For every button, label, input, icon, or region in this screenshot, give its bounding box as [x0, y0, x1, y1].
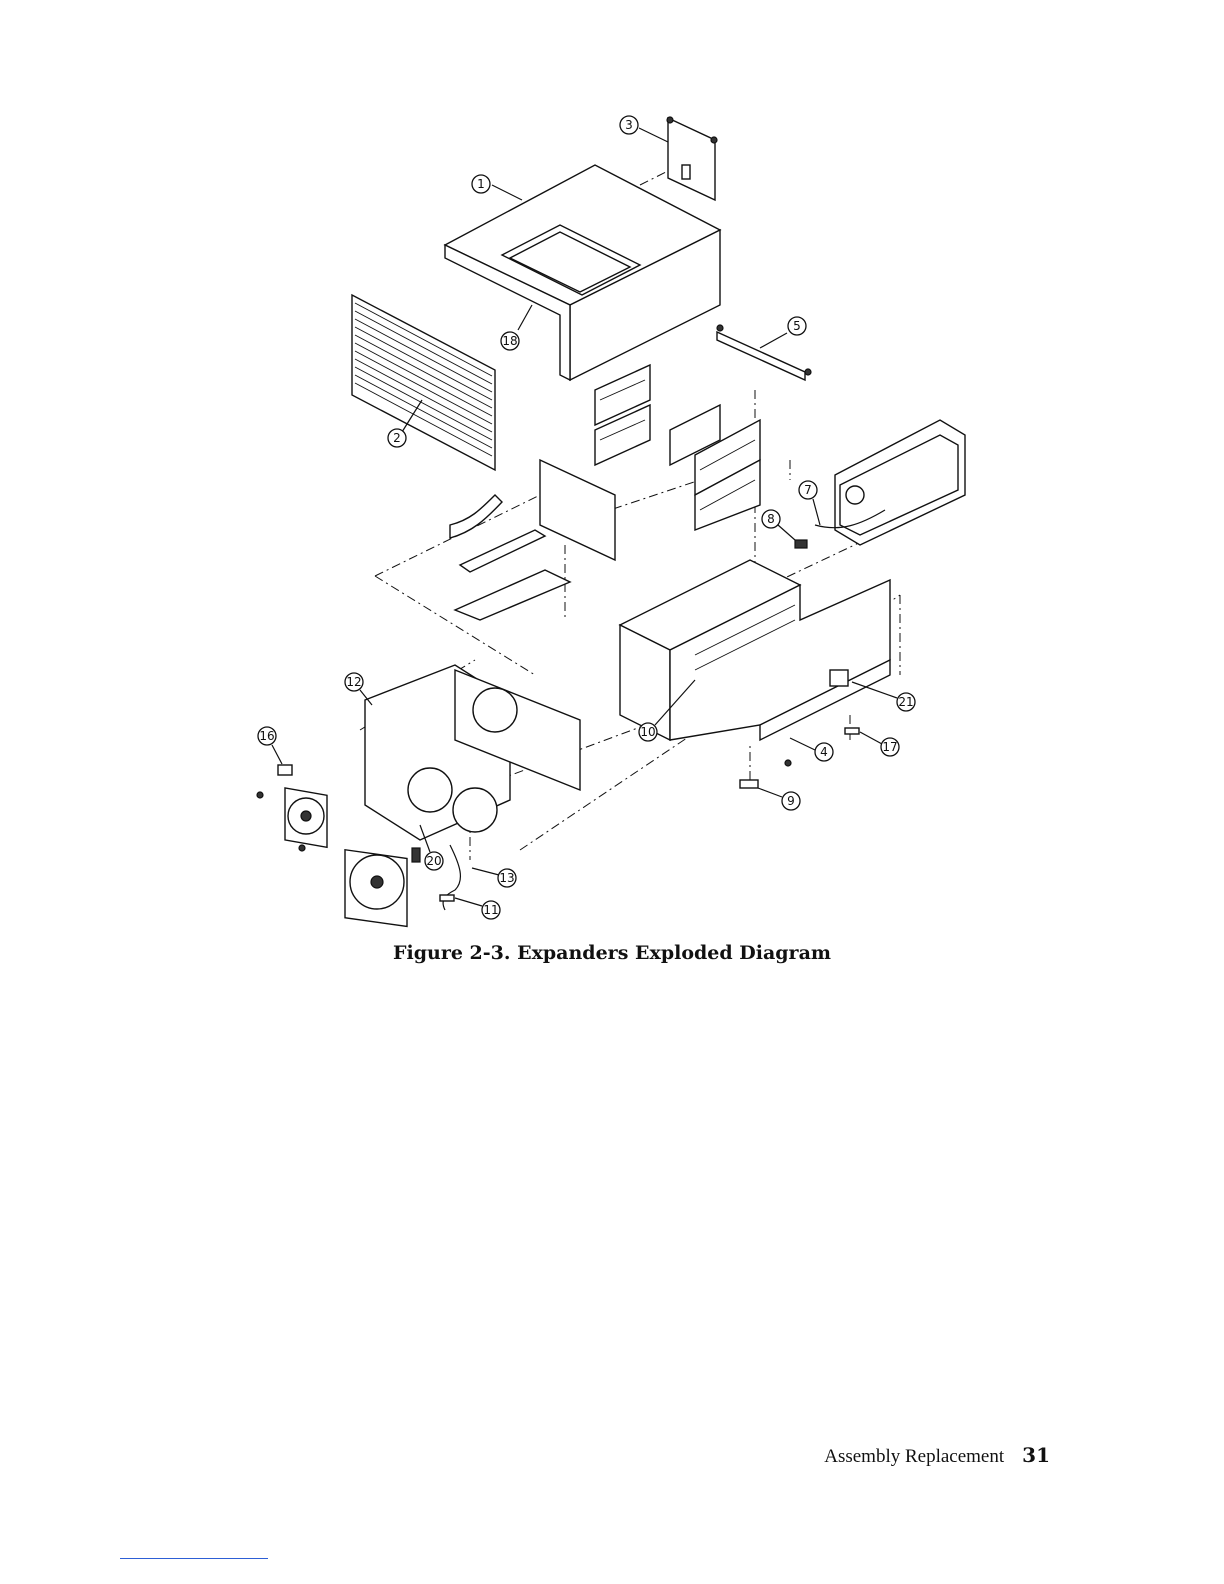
figure-caption: Figure 2-3. Expanders Exploded Diagram	[0, 942, 1224, 964]
callout-18: 18	[501, 305, 532, 350]
part-front-bezel	[352, 295, 495, 470]
svg-text:17: 17	[882, 740, 897, 754]
svg-text:2: 2	[393, 431, 401, 445]
svg-text:21: 21	[898, 695, 913, 709]
svg-text:18: 18	[502, 334, 517, 348]
part-card-cage	[620, 560, 890, 740]
svg-text:9: 9	[787, 794, 795, 808]
svg-text:12: 12	[346, 675, 361, 689]
part-top-cover	[445, 165, 720, 380]
svg-text:7: 7	[804, 483, 812, 497]
callout-11: 11	[455, 898, 500, 919]
callout-1: 1	[472, 175, 522, 200]
svg-text:1: 1	[477, 177, 485, 191]
footnote-rule	[120, 1558, 268, 1559]
svg-text:10: 10	[640, 725, 655, 739]
callout-9: 9	[758, 788, 800, 810]
callout-16: 16	[258, 727, 282, 764]
callout-12: 12	[345, 673, 372, 705]
svg-text:5: 5	[793, 319, 801, 333]
part-backplane-board	[450, 460, 615, 620]
svg-text:11: 11	[483, 903, 498, 917]
part-rear-bracket	[667, 117, 717, 200]
part-power-supply	[795, 420, 965, 548]
svg-text:8: 8	[767, 512, 775, 526]
page-footer: Assembly Replacement 31	[824, 1443, 1050, 1468]
callout-7: 7	[799, 481, 820, 525]
page-number: 31	[1022, 1443, 1050, 1467]
exploded-diagram: 1 2 3 4 5 7 8 9 10 11 12 13 16 17 18 20 …	[240, 100, 1000, 930]
callout-4: 4	[790, 738, 833, 761]
callout-5: 5	[760, 317, 806, 348]
svg-text:4: 4	[820, 745, 828, 759]
footer-section-title: Assembly Replacement	[824, 1446, 1004, 1467]
svg-text:20: 20	[426, 854, 441, 868]
svg-text:16: 16	[259, 729, 274, 743]
callout-13: 13	[472, 868, 516, 887]
callout-8: 8	[762, 510, 795, 540]
svg-text:13: 13	[499, 871, 514, 885]
part-memory-cards	[595, 365, 760, 530]
part-fan-housing	[365, 665, 580, 840]
callout-3: 3	[620, 116, 668, 142]
callout-17: 17	[860, 732, 899, 756]
svg-text:3: 3	[625, 118, 633, 132]
